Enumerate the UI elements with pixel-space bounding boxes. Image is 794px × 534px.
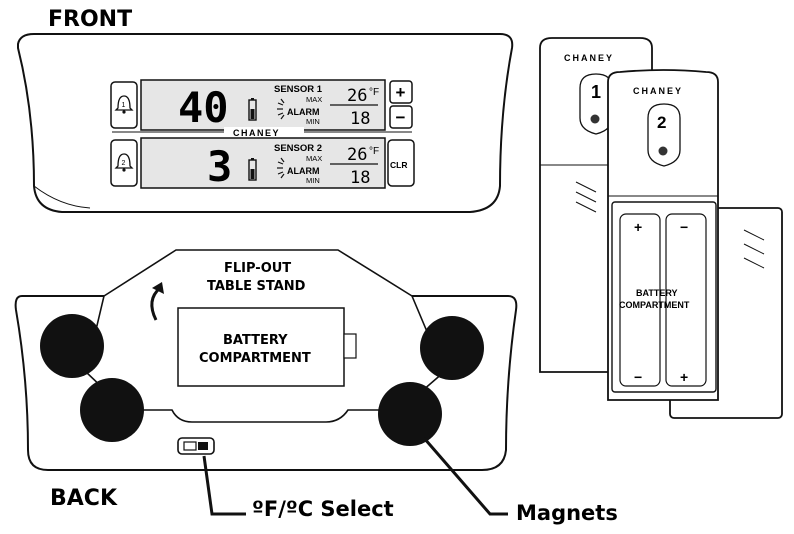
back-battery-label-1: BATTERY — [223, 333, 288, 348]
magnet — [378, 382, 442, 446]
clear-label: CLR — [390, 160, 407, 170]
alarm-label-1: ALARM — [287, 107, 320, 117]
magnet — [420, 316, 484, 380]
bell-icon — [114, 153, 134, 172]
bell-icon — [114, 95, 134, 114]
lcd-row-2 — [140, 137, 386, 189]
unit-select-callout: ºF/ºC Select — [252, 497, 394, 521]
cell-1-plus: + — [634, 219, 642, 235]
sensor-battery-label-2: COMPARTMENT — [619, 300, 690, 310]
plus-button[interactable] — [389, 80, 413, 104]
min-value-1: 18 — [350, 109, 370, 129]
battery-icon — [248, 158, 257, 181]
stand-label-2: TABLE STAND — [207, 279, 306, 294]
unit-1: °F — [369, 87, 379, 98]
min-value-2: 18 — [350, 168, 370, 188]
reading-sensor-1: 40 — [178, 83, 229, 132]
max-value-1: 26 — [347, 86, 367, 106]
minus-button[interactable] — [389, 105, 413, 129]
sensor-2-label: SENSOR 2 — [274, 143, 322, 154]
sensor-2-number: 2 — [657, 113, 666, 132]
unit-select-leader — [202, 455, 246, 516]
back-battery-compartment — [177, 307, 345, 387]
clear-button[interactable] — [387, 139, 415, 187]
min-label-1: MIN — [306, 117, 320, 126]
bell-number-2: 2 — [122, 160, 126, 167]
battery-icon — [248, 98, 257, 121]
bell-number-1: 1 — [122, 102, 126, 109]
front-brand: CHANEY — [233, 128, 280, 138]
remote-sensor-2: CHANEY 2 + − − + BATTERY COMPARTMENT — [607, 69, 783, 419]
max-label-2: MAX — [306, 154, 322, 163]
sensor-1-brand: CHANEY — [564, 53, 614, 63]
alarm-label-2: ALARM — [287, 166, 320, 176]
minus-label: − — [396, 108, 406, 127]
plus-label: + — [396, 83, 406, 102]
cell-2-minus: − — [680, 219, 688, 235]
reading-sensor-2: 3 — [207, 142, 232, 191]
sensor-battery-label-1: BATTERY — [636, 288, 678, 298]
sensor-2-brand: CHANEY — [633, 86, 683, 96]
sensor-1-led — [590, 114, 600, 124]
battery-cell — [665, 213, 707, 387]
magnet — [40, 314, 104, 378]
back-heading: BACK — [50, 486, 118, 511]
max-label-1: MAX — [306, 95, 322, 104]
unit-2: °F — [369, 146, 379, 157]
cell-1-minus: − — [634, 369, 642, 385]
alarm-rays-icon — [277, 157, 285, 179]
alarm-rays-icon — [277, 98, 285, 120]
sensor-1-number: 1 — [591, 82, 601, 102]
cell-2-plus: + — [680, 369, 688, 385]
max-value-2: 26 — [347, 145, 367, 165]
min-label-2: MIN — [306, 176, 320, 185]
sensor-2-led — [658, 146, 668, 156]
magnets-callout: Magnets — [516, 501, 618, 525]
stand-label-1: FLIP-OUT — [224, 261, 291, 276]
battery-cell — [619, 213, 661, 387]
magnet — [80, 378, 144, 442]
sensor-1-label: SENSOR 1 — [274, 84, 323, 95]
front-heading: FRONT — [48, 7, 132, 32]
magnets-leader — [422, 437, 508, 516]
back-battery-label-2: COMPARTMENT — [199, 351, 311, 366]
